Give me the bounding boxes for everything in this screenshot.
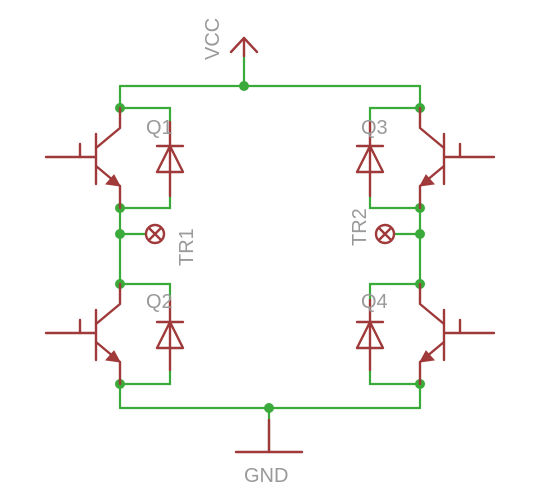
q3-diode-wire-bottom	[368, 194, 422, 210]
wires	[118, 52, 422, 454]
q1-label: Q1	[146, 117, 173, 139]
q4-diode-wire-bottom	[368, 368, 422, 386]
diode-q3	[355, 120, 385, 198]
junction-dot	[239, 81, 249, 91]
q4-label: Q4	[361, 291, 388, 313]
junction-dot	[115, 229, 125, 239]
q2-diode-wire	[118, 282, 172, 302]
q3-diode-wire	[368, 106, 422, 124]
transistor-q4	[418, 282, 496, 386]
junction-dot	[415, 229, 425, 239]
tr2-label: TR2	[349, 208, 371, 246]
q3-base-lead	[458, 142, 496, 159]
q1-diode-wire-bottom	[118, 194, 172, 210]
transistor-q2	[44, 282, 122, 386]
vcc-label: VCC	[202, 18, 224, 60]
transistor-q1	[44, 106, 122, 210]
tr1-label: TR1	[176, 228, 198, 266]
q2-label: Q2	[146, 291, 173, 313]
gnd-label: GND	[244, 465, 288, 487]
diode-q1	[155, 120, 185, 198]
q1-diode-wire	[118, 106, 172, 124]
transistor-q3	[418, 106, 496, 210]
junction-dot	[264, 403, 274, 413]
q2-base-lead	[44, 318, 82, 335]
q2-diode-wire-bottom	[118, 368, 172, 386]
gnd-symbol	[234, 418, 304, 454]
q3-label: Q3	[361, 117, 388, 139]
q4-diode-wire	[368, 282, 422, 302]
diode-q2	[155, 298, 185, 372]
diode-q4	[355, 298, 385, 372]
testpoint-tr1	[144, 223, 166, 245]
vcc-symbol	[229, 36, 259, 58]
q4-base-lead	[458, 318, 496, 335]
q1-base-lead	[44, 142, 82, 159]
testpoint-tr2	[374, 223, 396, 245]
